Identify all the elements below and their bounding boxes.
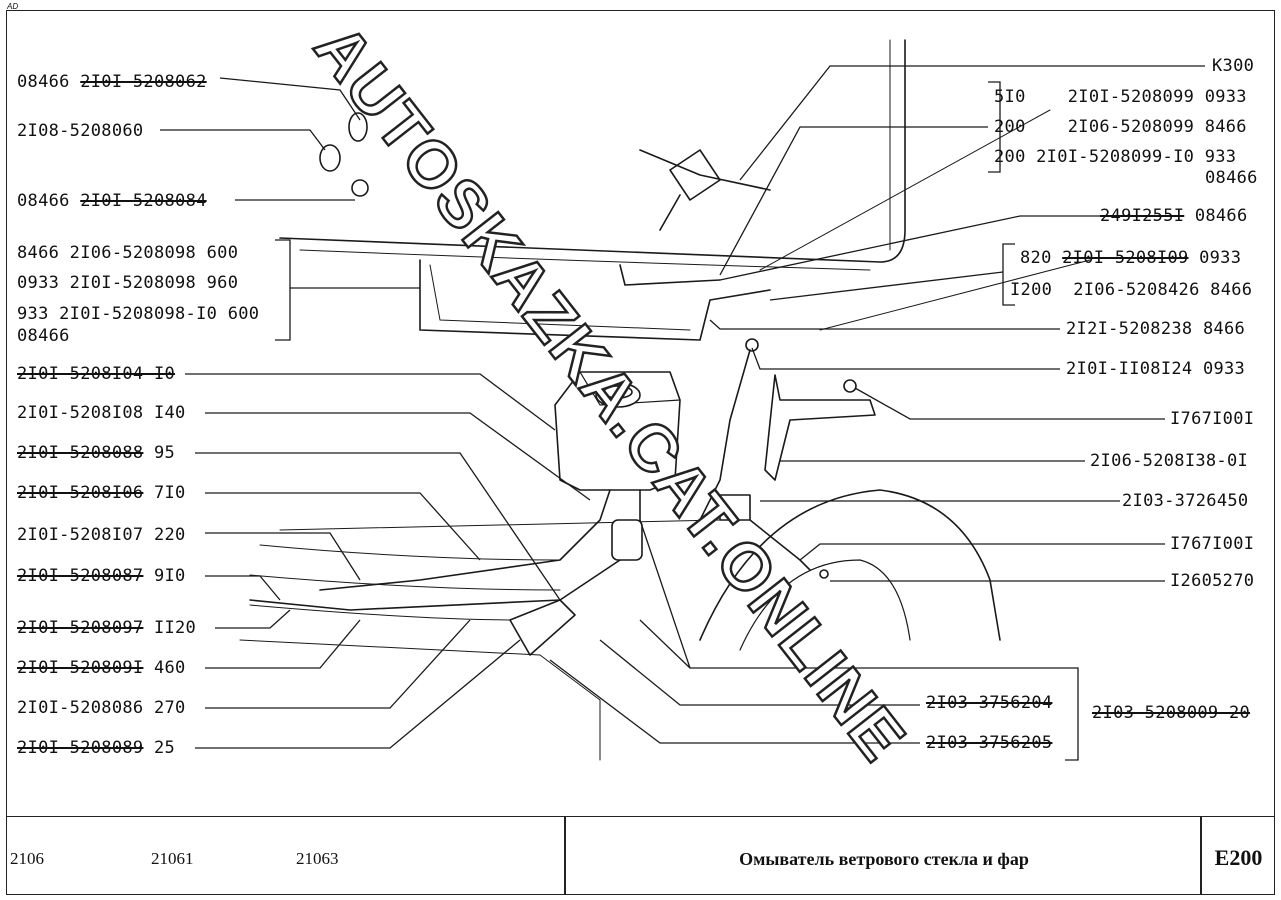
wheel-arch xyxy=(699,489,1001,641)
drawing-code: E200 xyxy=(1214,845,1263,870)
hose-right xyxy=(699,349,751,521)
hose-to-headlight xyxy=(249,489,641,611)
reservoir-top xyxy=(579,371,681,406)
part-label: 2I0I-5208I06 7I0 xyxy=(17,483,186,503)
part-label: 2I03-3756205 xyxy=(926,733,1053,753)
part-label: I2605270 xyxy=(1170,571,1255,591)
part-label: 820 2I0I-5208I09 0933 xyxy=(1020,248,1242,268)
part-label: 2I06-5208I38-0I xyxy=(1090,451,1249,471)
part-label: 2I03-3756204 xyxy=(926,693,1053,713)
model-code: 2106 xyxy=(10,849,44,868)
part-label: 2I0I-5208086 270 xyxy=(17,698,186,718)
part-label: 08466 2I0I-5208062 xyxy=(17,72,207,92)
part-label: K300 xyxy=(1212,56,1255,76)
part-label: 2I0I-5208088 95 xyxy=(17,443,176,463)
fender-line xyxy=(819,259,1091,331)
part-label: 2I0I-5208I04-I0 xyxy=(17,364,176,384)
title-block-divider xyxy=(564,817,566,894)
washer-jet-2 xyxy=(319,144,341,172)
part-label: 2I0I-5208087 9I0 xyxy=(17,566,186,586)
hose-windshield xyxy=(419,259,771,341)
part-label: 249I255I 08466 xyxy=(1100,206,1248,226)
part-label: 933 2I0I-5208098-I0 600 xyxy=(17,304,260,324)
headlight-valve xyxy=(509,599,576,656)
part-label: 2I0I-520809I 460 xyxy=(17,658,186,678)
part-label: 2I2I-5208238 8466 xyxy=(1066,319,1246,339)
part-label: I767I00I xyxy=(1170,534,1255,554)
windshield-frame-line-inner xyxy=(299,249,871,271)
windshield-frame-line xyxy=(279,39,906,263)
hose-to-pump xyxy=(319,489,611,591)
part-label: 5I0 2I0I-5208099 0933 xyxy=(994,87,1247,107)
part-label: 2I0I-5208I07 220 xyxy=(17,525,186,545)
part-label: 200 2I0I-5208099-I0 933 xyxy=(994,147,1237,167)
part-label: 08466 xyxy=(1205,168,1258,188)
part-label: 0933 2I0I-5208098 960 xyxy=(17,273,239,293)
part-label: I767I00I xyxy=(1170,409,1255,429)
hose-jet-line xyxy=(619,264,721,286)
part-label: 2I08-5208060 xyxy=(17,121,144,141)
reservoir-bracket xyxy=(764,374,876,481)
part-label: I200 2I06-5208426 8466 xyxy=(1010,280,1253,300)
drawing-frame xyxy=(6,10,1275,895)
part-label: 08466 xyxy=(17,326,70,346)
front-panel-lines xyxy=(249,544,561,621)
part-label: 2I0I-II08I24 0933 xyxy=(1066,359,1246,379)
hose-windshield-2 xyxy=(429,264,691,331)
wing-edge xyxy=(759,109,1051,271)
part-label: 2I0I-5208I08 I40 xyxy=(17,403,186,423)
drawing-title: Омыватель ветрового стекла и фар xyxy=(739,849,1029,869)
washer-pump xyxy=(611,519,643,561)
part-label: 2I03-3726450 xyxy=(1122,491,1249,511)
part-label: 2I0I-5208097 II20 xyxy=(17,618,197,638)
part-label: 08466 2I0I-5208084 xyxy=(17,191,207,211)
part-label: 2I03-5208009-20 xyxy=(1092,703,1251,723)
title-block: 2106 21061 21063 Омыватель ветрового сте… xyxy=(6,816,1275,895)
title-block-divider xyxy=(1200,817,1202,894)
relay xyxy=(719,494,751,521)
part-label: 8466 2I06-5208098 600 xyxy=(17,243,239,263)
hood-edge xyxy=(279,519,721,531)
washer-jet xyxy=(348,112,368,142)
corner-mark: AD xyxy=(7,2,19,11)
part-label: 200 2I06-5208099 8466 xyxy=(994,117,1247,137)
jet-grommet xyxy=(351,179,369,197)
model-code: 21061 xyxy=(151,849,194,868)
model-code: 21063 xyxy=(296,849,339,868)
headlight-frame xyxy=(239,639,601,761)
wheel-arch-inner xyxy=(739,559,911,651)
part-label: 2I0I-5208089 25 xyxy=(17,738,176,758)
wiper-assembly xyxy=(639,149,771,231)
